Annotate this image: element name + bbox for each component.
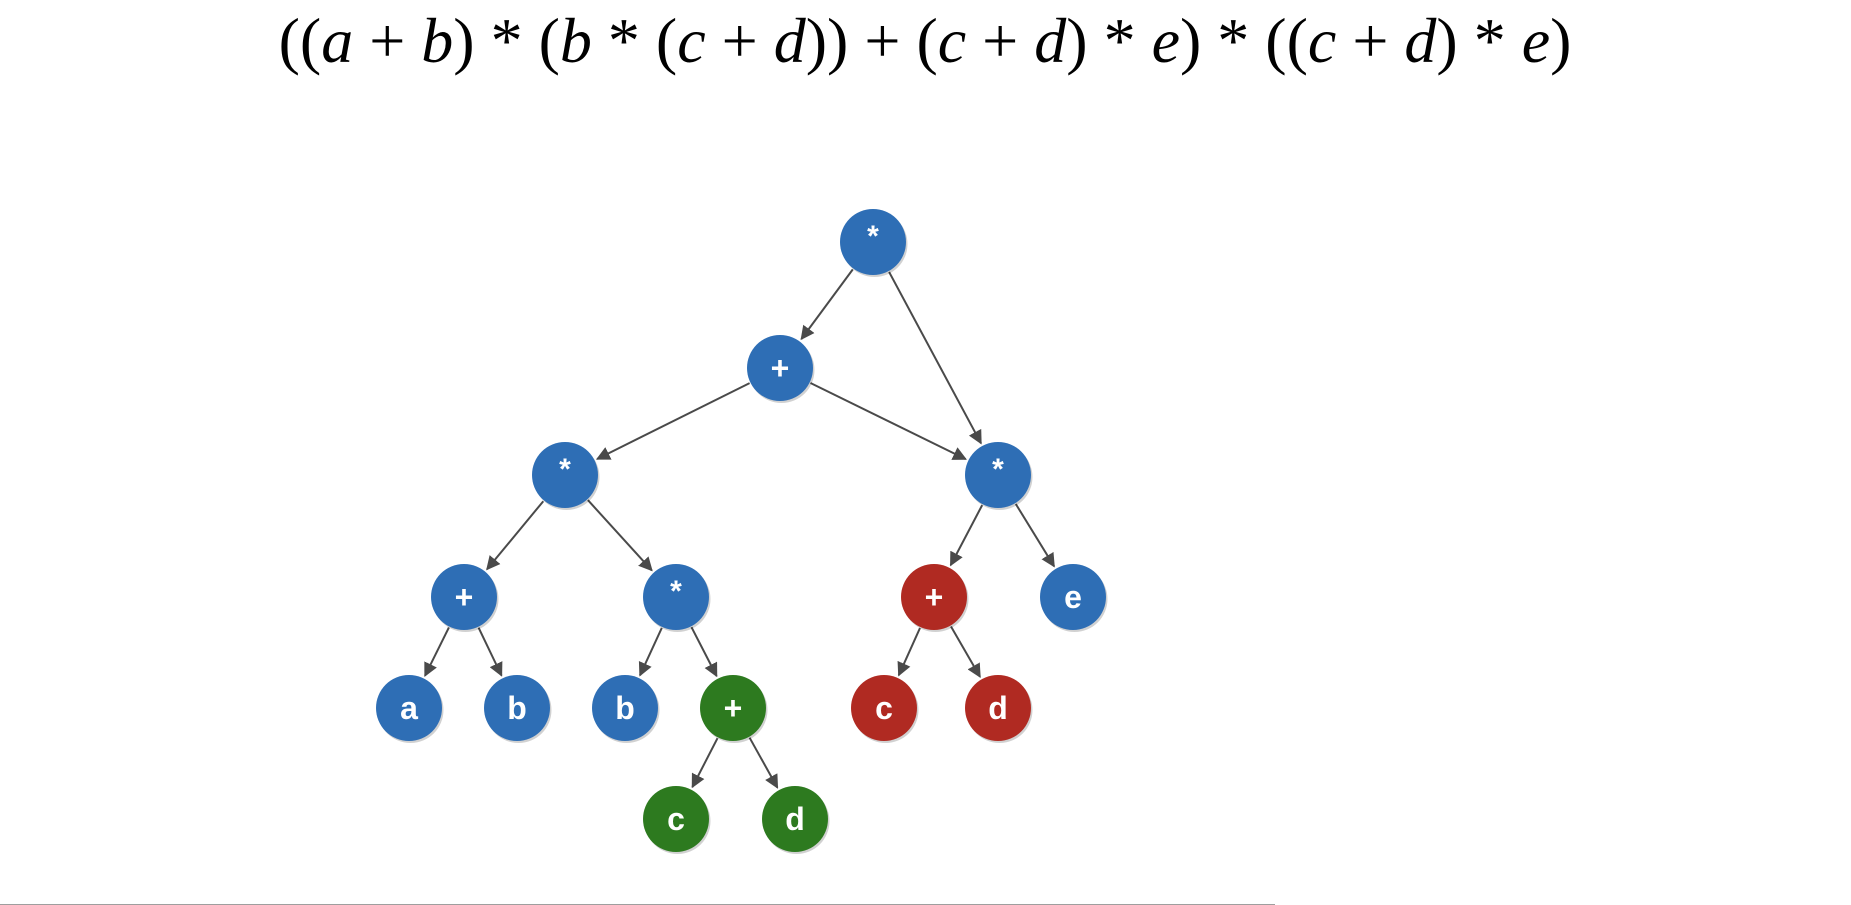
node-mul-b-cd: * bbox=[643, 564, 711, 632]
formula-token: ) bbox=[1550, 5, 1571, 76]
edge-plus-cd-green-to-leaf-c-green bbox=[691, 737, 719, 789]
formula-token: b bbox=[421, 5, 453, 76]
node-label: * bbox=[559, 453, 571, 486]
formula-token: e bbox=[1522, 5, 1550, 76]
formula-token: + bbox=[1336, 5, 1404, 76]
edge-plus-1-to-mul-left bbox=[595, 382, 751, 460]
edge-root-mul-to-plus-1 bbox=[800, 268, 854, 341]
formula-token: ) * (( bbox=[1180, 5, 1308, 76]
formula-token: ) * bbox=[1066, 5, 1151, 76]
node-mul-left: * bbox=[532, 442, 600, 510]
edge-plus-ab-to-leaf-b1 bbox=[477, 627, 503, 677]
node-circle bbox=[965, 675, 1031, 741]
edge-plus-cd-red-to-leaf-d-red bbox=[950, 626, 981, 679]
node-circle bbox=[643, 564, 709, 630]
edge-plus-1-to-mul-right bbox=[810, 382, 967, 460]
tree-nodes: * + * * + * + e a b b + c d c d bbox=[376, 209, 1108, 854]
formula-token: d bbox=[774, 5, 807, 76]
node-label: * bbox=[992, 453, 1004, 486]
formula-token: e bbox=[1152, 5, 1180, 76]
edge-mul-right-to-plus-cd-red bbox=[949, 504, 984, 567]
formula-token: d bbox=[1034, 5, 1067, 76]
edge-plus-cd-red-to-leaf-c-red bbox=[897, 627, 921, 677]
node-mul-right: * bbox=[965, 442, 1033, 510]
node-circle bbox=[592, 675, 658, 741]
node-leaf-b2: b bbox=[592, 675, 660, 743]
node-leaf-c-green: c bbox=[643, 786, 711, 854]
formula-token: c bbox=[938, 5, 966, 76]
formula-token: d bbox=[1404, 5, 1437, 76]
node-plus-cd-green: + bbox=[700, 675, 768, 743]
node-label: e bbox=[1064, 579, 1082, 615]
node-label: * bbox=[670, 575, 682, 608]
node-leaf-b1: b bbox=[484, 675, 552, 743]
formula-token: + bbox=[706, 5, 774, 76]
node-circle bbox=[965, 442, 1031, 508]
node-circle bbox=[643, 786, 709, 852]
node-label: + bbox=[771, 350, 790, 386]
node-label: + bbox=[925, 579, 944, 615]
node-plus-1: + bbox=[747, 335, 815, 403]
node-plus-cd-red: + bbox=[901, 564, 969, 632]
edge-plus-ab-to-leaf-a bbox=[424, 627, 450, 677]
edge-mul-b-cd-to-leaf-b2 bbox=[638, 627, 663, 677]
edge-mul-left-to-mul-b-cd bbox=[587, 499, 653, 572]
formula-token: + bbox=[353, 5, 421, 76]
node-label: a bbox=[400, 690, 418, 726]
edge-plus-cd-green-to-leaf-d-green bbox=[748, 737, 779, 789]
node-plus-ab: + bbox=[431, 564, 499, 632]
formula-token: c bbox=[1308, 5, 1336, 76]
formula-token: + bbox=[966, 5, 1034, 76]
node-leaf-d-red: d bbox=[965, 675, 1033, 743]
expression-formula: ((a + b) * (b * (c + d)) + (c + d) * e) … bbox=[279, 5, 1572, 76]
node-leaf-d-green: d bbox=[762, 786, 830, 854]
edge-mul-b-cd-to-plus-cd-green bbox=[690, 626, 718, 678]
node-circle bbox=[484, 675, 550, 741]
formula-token: )) + ( bbox=[806, 5, 938, 76]
formula-text: ((a + b) * (b * (c + d)) + (c + d) * e) … bbox=[279, 5, 1572, 76]
formula-token: (( bbox=[279, 5, 322, 76]
node-label: d bbox=[988, 690, 1008, 726]
edge-mul-left-to-plus-ab bbox=[486, 500, 545, 571]
node-circle bbox=[762, 786, 828, 852]
tree-edges bbox=[424, 268, 1055, 789]
node-circle bbox=[532, 442, 598, 508]
formula-token: c bbox=[677, 5, 705, 76]
node-leaf-a: a bbox=[376, 675, 444, 743]
edge-root-mul-to-mul-right bbox=[888, 271, 982, 445]
formula-token: b bbox=[560, 5, 592, 76]
node-label: d bbox=[785, 801, 805, 837]
node-leaf-c-red: c bbox=[851, 675, 919, 743]
formula-token: ) * ( bbox=[453, 5, 560, 76]
node-label: b bbox=[507, 690, 527, 726]
node-circle bbox=[431, 564, 497, 630]
node-label: b bbox=[615, 690, 635, 726]
formula-token: ) * bbox=[1436, 5, 1521, 76]
node-leaf-e: e bbox=[1040, 564, 1108, 632]
formula-token: * ( bbox=[592, 5, 677, 76]
node-label: + bbox=[455, 579, 474, 615]
node-circle bbox=[840, 209, 906, 275]
node-circle bbox=[1040, 564, 1106, 630]
node-circle bbox=[901, 564, 967, 630]
node-label: + bbox=[724, 690, 743, 726]
node-circle bbox=[747, 335, 813, 401]
node-label: c bbox=[875, 690, 893, 726]
node-label: c bbox=[667, 801, 685, 837]
node-circle bbox=[376, 675, 442, 741]
node-circle bbox=[851, 675, 917, 741]
formula-token: a bbox=[321, 5, 353, 76]
edge-mul-right-to-leaf-e bbox=[1014, 503, 1055, 568]
node-circle bbox=[700, 675, 766, 741]
node-label: * bbox=[867, 220, 879, 253]
node-root-mul: * bbox=[840, 209, 908, 277]
